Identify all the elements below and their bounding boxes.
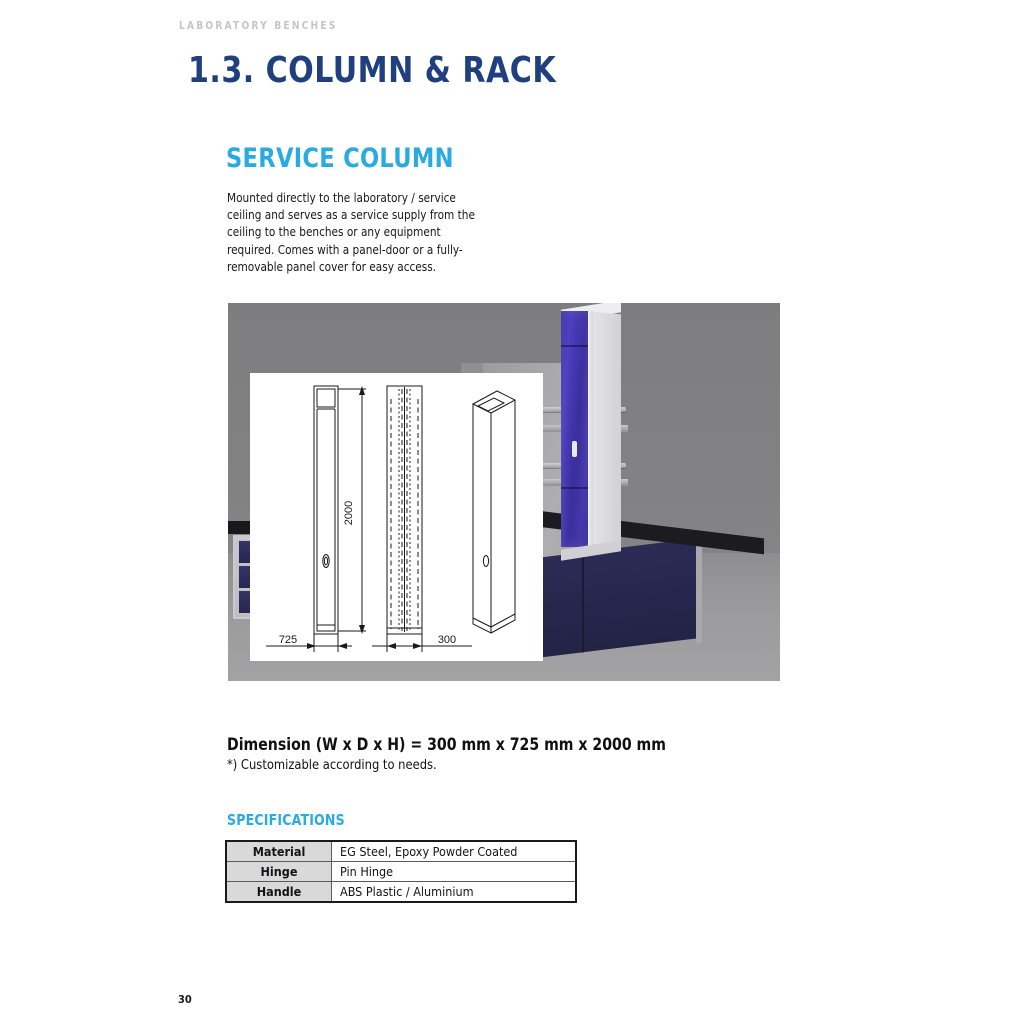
render-column-seam: [561, 487, 589, 489]
render-service-rail: [476, 463, 626, 468]
product-title: SERVICE COLUMN: [226, 143, 454, 174]
render-column-side: [592, 311, 621, 551]
render-column-edge: [588, 311, 593, 547]
render-shelf-board: [468, 425, 628, 432]
technical-drawing-svg: 2000 725 300: [266, 385, 517, 652]
render-door-split: [582, 552, 584, 653]
render-column-door: [561, 311, 589, 547]
drawing-dim-height: 2000: [343, 501, 355, 525]
page-number: 30: [178, 993, 192, 1006]
spec-key: Handle: [225, 881, 332, 903]
drawing-dim-width: 725: [279, 634, 297, 646]
spec-value: Pin Hinge: [331, 861, 577, 882]
render-column-seam: [561, 345, 589, 347]
table-row: Handle ABS Plastic / Aluminium: [225, 881, 577, 903]
drawing-dim-depth: 300: [438, 634, 456, 646]
product-figure: 2000 725 300: [228, 303, 780, 681]
specifications-title: SPECIFICATIONS: [227, 811, 345, 829]
section-eyebrow: LABORATORY BENCHES: [179, 19, 338, 32]
render-service-rail: [476, 407, 626, 412]
spec-key: Hinge: [225, 861, 332, 882]
render-column-handle: [572, 441, 577, 457]
spec-value: EG Steel, Epoxy Powder Coated: [331, 840, 577, 862]
page-title: 1.3. COLUMN & RACK: [188, 50, 557, 91]
spec-value: ABS Plastic / Aluminium: [331, 881, 577, 903]
specifications-table: Material EG Steel, Epoxy Powder Coated H…: [225, 840, 577, 903]
table-row: Material EG Steel, Epoxy Powder Coated: [225, 840, 577, 862]
render-bench-cabinet-edge: [696, 542, 702, 644]
render-shelf-board: [468, 479, 628, 486]
spec-key: Material: [225, 840, 332, 862]
render-service-column: [561, 303, 621, 561]
technical-drawing-panel: 2000 725 300: [250, 373, 543, 661]
product-description: Mounted directly to the laboratory / ser…: [227, 191, 475, 274]
dimension-line: Dimension (W x D x H) = 300 mm x 725 mm …: [227, 735, 666, 754]
table-row: Hinge Pin Hinge: [225, 861, 577, 882]
dimension-note: *) Customizable according to needs.: [227, 757, 437, 773]
